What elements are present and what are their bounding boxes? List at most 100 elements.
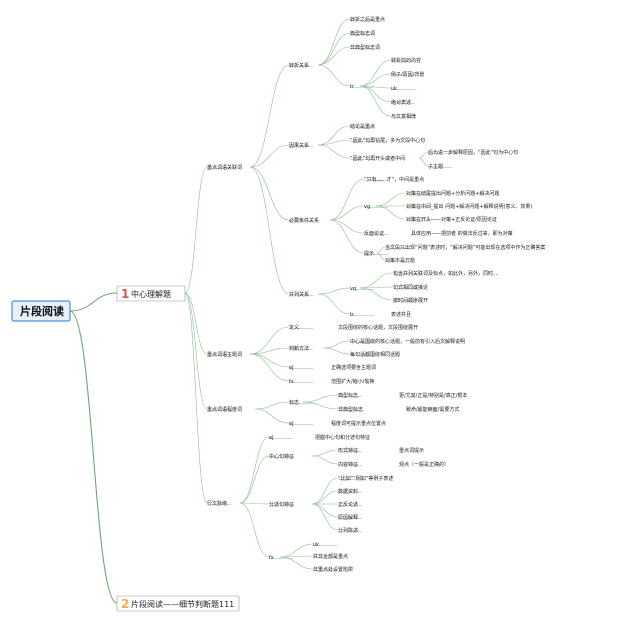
node-vq-2[interactable]: 句式相同或接近 bbox=[393, 284, 428, 291]
connector-edge bbox=[239, 502, 270, 558]
connector-edge bbox=[249, 353, 290, 382]
node-tishi-2[interactable]: 对策不是万能 bbox=[385, 257, 415, 264]
node-g2-fx-value[interactable]: 范围扩大/缩小/偷换 bbox=[331, 378, 374, 385]
node-g4-fx-3[interactable]: 非重点处设置陷阱 bbox=[313, 566, 353, 573]
main-branch-1-label[interactable]: 中心理解题 bbox=[131, 289, 171, 299]
node-vg-3[interactable]: 对策在开头——对策+正反论证/原因论证 bbox=[406, 216, 497, 223]
node-fenshu-5[interactable]: 分列陈述 bbox=[338, 527, 358, 534]
node-zhuanzhe[interactable]: 转折关系 bbox=[289, 62, 309, 69]
node-panduan-1[interactable]: 中心是围绕的核心话题，一般前有引入后文解释说明 bbox=[350, 338, 465, 345]
node-fenshu-1[interactable]: “比如”“例如”等例子表述 bbox=[338, 475, 393, 482]
connector-edge bbox=[311, 455, 339, 465]
connector-edge bbox=[254, 401, 290, 410]
node-biyao[interactable]: 必要条件关系 bbox=[289, 217, 319, 224]
node-fenshu-3[interactable]: 正反论述 bbox=[338, 501, 358, 508]
connector-edge bbox=[359, 59, 392, 87]
node-tr-4[interactable]: 绝对表述 bbox=[391, 99, 411, 106]
connector-edge bbox=[249, 347, 290, 355]
node-g3[interactable]: 重点词语程度词 bbox=[207, 406, 242, 413]
node-g4-fx[interactable]: fx bbox=[269, 555, 274, 561]
main-branch-2-label[interactable]: 片段阅读——细节判断题111 bbox=[131, 599, 234, 609]
node-g4-ej[interactable]: eJ bbox=[269, 435, 274, 441]
node-zhongxin-a[interactable]: 形式特征 bbox=[338, 447, 358, 454]
node-dingyi[interactable]: 定义 bbox=[289, 324, 299, 331]
connector-edge bbox=[329, 205, 365, 221]
node-g2[interactable]: 重点词语主题词 bbox=[207, 351, 242, 358]
node-yinguo[interactable]: 因果关系 bbox=[289, 142, 309, 149]
main-branch-1-number: 1 bbox=[121, 287, 129, 301]
node-binglie-tr[interactable]: tr bbox=[350, 312, 355, 318]
node-biyao-a[interactable]: “只有。。。才”，中间是重点 bbox=[364, 176, 424, 183]
node-biyao-fanmian[interactable]: 反面论证 bbox=[364, 230, 384, 237]
connector-edge bbox=[311, 477, 339, 505]
node-g4[interactable]: 行文脉络 bbox=[207, 500, 227, 507]
connector-edge bbox=[317, 46, 351, 66]
node-zhongxin-a-value[interactable]: 重点词提示 bbox=[399, 447, 424, 454]
node-vq-3[interactable]: 按时间顺序展开 bbox=[393, 297, 428, 304]
node-panduan[interactable]: 判断方法 bbox=[289, 345, 309, 352]
node-yinguo-c-2[interactable]: 子主题 bbox=[428, 163, 443, 170]
node-biaozhi-a-value[interactable]: 更/尤其/正是/特别是/真正/根本 bbox=[399, 392, 467, 399]
node-binglie-tr-value[interactable]: 表述并且 bbox=[391, 311, 411, 318]
node-g4-fx-1[interactable]: uk bbox=[313, 542, 319, 548]
connector-edge bbox=[329, 219, 365, 254]
node-g4-fx-2[interactable]: 并非全部是重点 bbox=[313, 553, 348, 560]
node-biaozhi-b[interactable]: 非典型标志 bbox=[338, 406, 363, 413]
connector-edge bbox=[302, 394, 339, 403]
node-panduan-2[interactable]: 每句话都围绕相同话题 bbox=[350, 351, 400, 358]
node-biaozhi-b-value[interactable]: 致命/最能辆面/需要方式 bbox=[406, 406, 459, 413]
node-biaozhi[interactable]: 标志 bbox=[289, 399, 299, 406]
node-vg-1[interactable]: 对策在结尾提出问题+分析问题+解决问题 bbox=[406, 190, 499, 197]
node-yinguo-b[interactable]: “因此”句再钻尾，多为文段中心句 bbox=[350, 137, 425, 144]
node-vg-2[interactable]: 对策在中间_提出 问题+解决问题+解释说明(意义、效果) bbox=[406, 203, 532, 210]
connector-edge bbox=[249, 166, 290, 295]
connector-edge bbox=[249, 166, 290, 221]
node-fenshu-4[interactable]: 原因解释 bbox=[338, 514, 358, 521]
main-branch-2-box bbox=[116, 595, 240, 612]
node-fenshu[interactable]: 分述句特征 bbox=[269, 501, 294, 508]
node-tr-3[interactable]: uk bbox=[391, 86, 397, 92]
node-yinguo-c[interactable]: “因此”句再开头或者中间 bbox=[350, 155, 405, 162]
node-tishi-1[interactable]: 当文段只出现“问题”表述时，“解决问题”可能出现在选项中作为正确答案 bbox=[385, 244, 545, 251]
node-zhongxin[interactable]: 中心句特征 bbox=[269, 453, 294, 460]
node-zhuanzhe-a[interactable]: 转折之后是重点 bbox=[350, 16, 385, 23]
node-g3-ej[interactable]: eJ bbox=[289, 421, 294, 427]
node-biyao-vg[interactable]: vg bbox=[364, 204, 370, 210]
main-branch-1-box bbox=[116, 285, 186, 302]
node-biaozhi-a[interactable]: 典型标志 bbox=[338, 392, 358, 399]
node-biyao-fanmian-value[interactable]: 具体应用——把前者 的做法反过来，即为对策 bbox=[411, 230, 513, 237]
connector-edge bbox=[323, 340, 351, 349]
node-tr-1[interactable]: 转折前的内容 bbox=[391, 57, 421, 64]
connector-edge bbox=[249, 144, 290, 168]
connector-edge bbox=[323, 347, 351, 355]
node-dingyi-value[interactable]: 文段围绕的核心话题，文段围绕展开 bbox=[338, 324, 418, 331]
node-vq-1[interactable]: 包含并列关联词及标点，如此外，另外，同时、、 bbox=[393, 270, 501, 277]
node-g1[interactable]: 重点词语关联词 bbox=[207, 164, 242, 171]
node-g4-ej-value[interactable]: 把握中心句和分述句特征 bbox=[315, 434, 370, 441]
node-g2-ej-value[interactable]: 正确选项要含主题词 bbox=[331, 364, 376, 371]
node-g3-ej-value[interactable]: 程度词可提示重点位置点 bbox=[331, 420, 386, 427]
node-fenshu-2[interactable]: 数据资料 bbox=[338, 488, 358, 495]
node-yinguo-c-1[interactable]: 后为进一步解释原因，“因此”句为中心句 bbox=[428, 149, 518, 156]
connector-edge bbox=[359, 85, 392, 103]
node-tr-5[interactable]: 与文意相悖 bbox=[391, 113, 416, 120]
node-binglie[interactable]: 并列关系 bbox=[289, 291, 309, 298]
node-zhongxin-b-value[interactable]: 观点（一般是正确的） bbox=[399, 461, 449, 468]
connector-edge bbox=[311, 449, 339, 457]
node-yinguo-a[interactable]: 结论是重点 bbox=[350, 123, 375, 130]
connector-edge bbox=[184, 292, 208, 355]
connector-edge bbox=[418, 157, 429, 167]
node-zhuanzhe-tr[interactable]: tr bbox=[350, 84, 355, 90]
node-zhuanzhe-b[interactable]: 典型标志词 bbox=[350, 30, 375, 37]
node-g2-ej[interactable]: eJ bbox=[289, 365, 294, 371]
node-binglie-vq[interactable]: vq bbox=[350, 286, 356, 292]
connector-edge bbox=[279, 543, 314, 558]
root-node[interactable]: 片段阅读 bbox=[20, 304, 64, 318]
node-zhuanzhe-c[interactable]: 非典型标志词 bbox=[350, 44, 380, 51]
node-g2-fx[interactable]: fx bbox=[289, 379, 294, 385]
connector-edge bbox=[69, 292, 118, 312]
connector-edge bbox=[317, 293, 351, 315]
node-tr-2[interactable]: 例子/原因/背景 bbox=[391, 71, 424, 78]
node-biyao-tishi[interactable]: 提示 bbox=[364, 250, 374, 257]
node-zhongxin-b[interactable]: 内容特征 bbox=[338, 461, 358, 468]
